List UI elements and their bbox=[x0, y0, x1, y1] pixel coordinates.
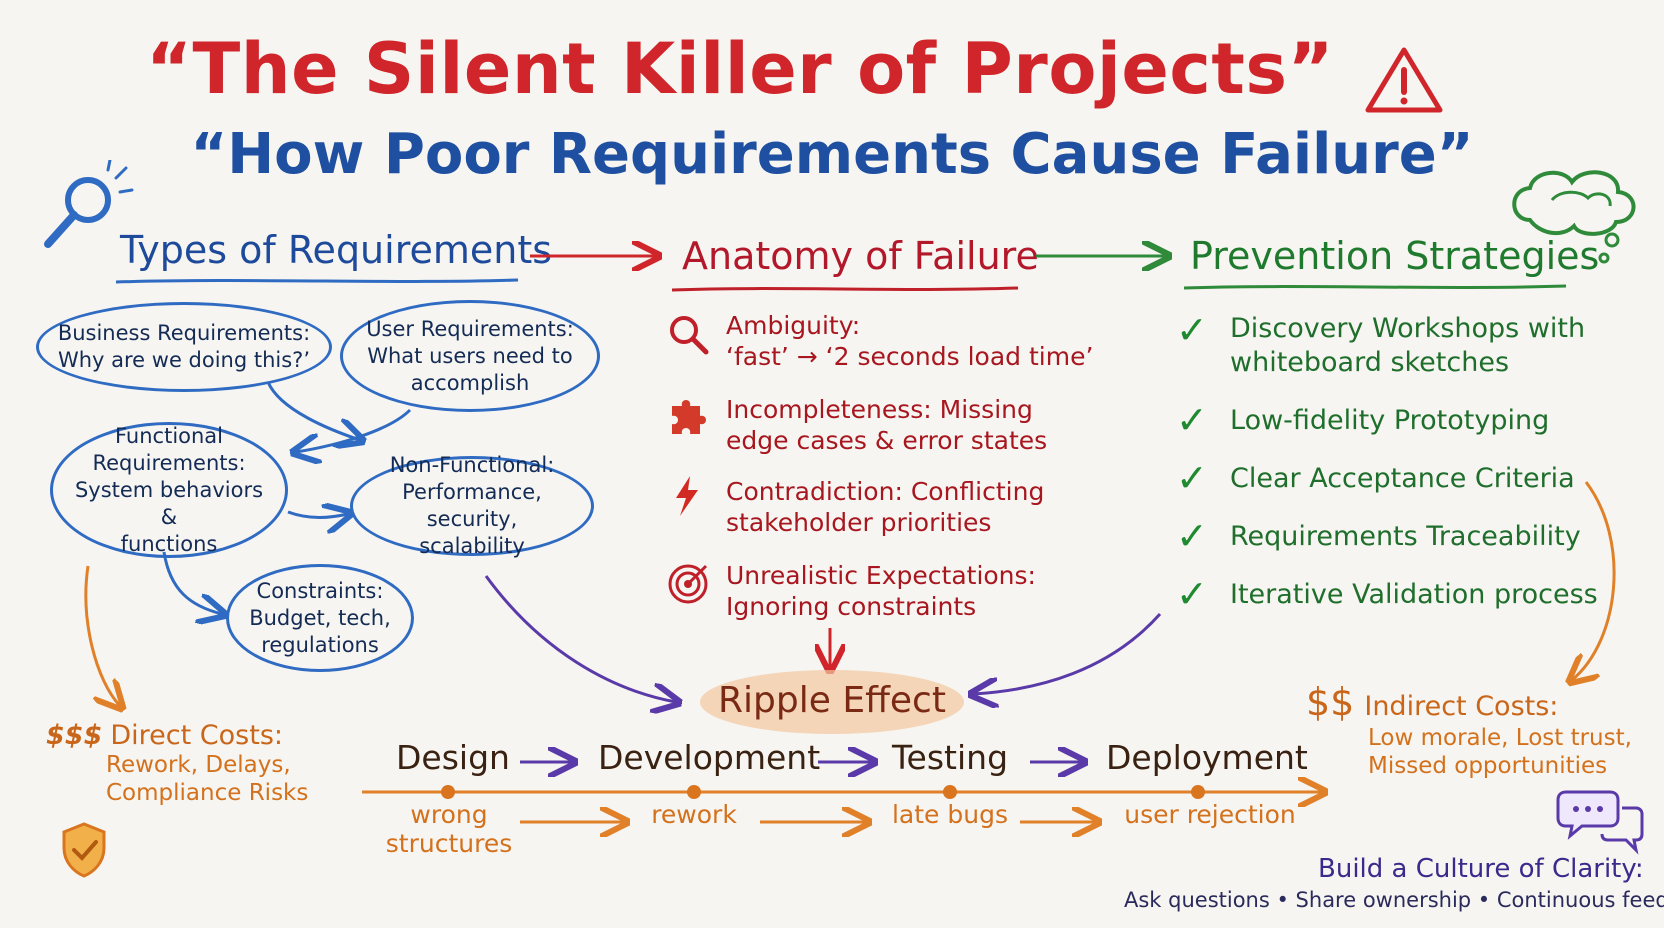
constraints-line1: Constraints: bbox=[256, 578, 384, 603]
direct-costs-line1: Rework, Delays, bbox=[106, 752, 291, 778]
culture-heading: Build a Culture of Clarity: bbox=[1318, 854, 1644, 884]
direct-costs-line2: Compliance Risks bbox=[106, 780, 309, 806]
stage-testing: Testing bbox=[892, 738, 1009, 777]
failure-item-2-line1: Incompleteness: Missing bbox=[726, 395, 1033, 424]
failure-item-3-line2: stakeholder priorities bbox=[726, 508, 992, 537]
stage-development: Development bbox=[598, 738, 821, 777]
impact-design-line1: wrong bbox=[410, 800, 488, 829]
failure-heading: Anatomy of Failure bbox=[682, 234, 1039, 278]
functional-line3: System behaviors & bbox=[74, 477, 264, 529]
dollar-icon: $$ bbox=[1306, 680, 1355, 724]
prevention-item-3: Clear Acceptance Criteria bbox=[1230, 463, 1575, 494]
indirect-costs: $$ Indirect Costs: Low morale, Lost trust… bbox=[1306, 680, 1632, 780]
nonfunctional-line2: Performance, security, bbox=[402, 480, 542, 531]
warning-triangle-icon bbox=[1365, 47, 1443, 113]
shield-check-icon bbox=[62, 822, 106, 878]
failure-item-2-line2: edge cases & error states bbox=[726, 426, 1048, 455]
magnifier-icon bbox=[44, 160, 134, 248]
prevention-item-2: Low-fidelity Prototyping bbox=[1230, 405, 1550, 436]
impact-design: wrong structures bbox=[384, 800, 514, 858]
failure-item-1-line1: Ambiguity: bbox=[726, 311, 861, 340]
failure-item-4: Unrealistic Expectations: Ignoring const… bbox=[726, 560, 1036, 622]
target-icon bbox=[668, 564, 708, 604]
ripple-effect-label: Ripple Effect bbox=[718, 680, 946, 721]
prevention-item-1-line1: Discovery Workshops with bbox=[1230, 313, 1586, 344]
failure-item-4-line2: Ignoring constraints bbox=[726, 592, 977, 621]
culture-tagline: Ask questions • Share ownership • Contin… bbox=[1124, 888, 1664, 912]
direct-costs-heading: Direct Costs: bbox=[110, 720, 283, 751]
user-line2: What users need to bbox=[367, 343, 573, 368]
business-line1: Business Requirements: bbox=[57, 321, 311, 345]
user-line3: accomplish bbox=[410, 370, 530, 395]
direct-costs: $$$Direct Costs: Rework, Delays, Complia… bbox=[46, 720, 308, 807]
lightning-icon bbox=[676, 476, 698, 516]
functional-line4: functions bbox=[120, 531, 218, 556]
page-subtitle: “How Poor Requirements Cause Failure” bbox=[190, 122, 1474, 187]
impact-development: rework bbox=[651, 800, 737, 829]
user-line1: User Requirements: bbox=[366, 316, 574, 341]
constraints-line2: Budget, tech, bbox=[249, 605, 391, 630]
search-icon bbox=[670, 316, 709, 355]
failure-item-3: Contradiction: Conflicting stakeholder p… bbox=[726, 476, 1044, 538]
functional-line2: Requirements: bbox=[92, 450, 246, 475]
business-requirements-bubble: Business Requirements: Why are we doing t… bbox=[36, 302, 332, 392]
nonfunctional-line1: Non-Functional: bbox=[389, 453, 555, 477]
failure-item-1: Ambiguity: ‘fast’ → ‘2 seconds load time… bbox=[726, 310, 1093, 372]
indirect-costs-heading: Indirect Costs: bbox=[1364, 691, 1559, 722]
chat-bubbles-icon bbox=[1556, 790, 1644, 855]
stage-deployment: Deployment bbox=[1106, 738, 1308, 777]
nonfunctional-bubble: Non-Functional: Performance, security, sca… bbox=[350, 453, 594, 558]
prevention-item-4: Requirements Traceability bbox=[1230, 521, 1581, 552]
constraints-bubble: Constraints:Budget, tech,regulations bbox=[226, 564, 414, 672]
failure-item-4-line1: Unrealistic Expectations: bbox=[726, 561, 1036, 590]
prevention-item-1-line2: whiteboard sketches bbox=[1230, 347, 1510, 378]
stage-design: Design bbox=[396, 738, 510, 777]
check-icon: ✓ bbox=[1176, 398, 1208, 442]
thought-bubble-icon bbox=[1512, 170, 1636, 264]
business-line2: Why are we doing this?’ bbox=[57, 348, 311, 372]
impact-design-line2: structures bbox=[385, 829, 513, 858]
prevention-item-5: Iterative Validation process bbox=[1230, 579, 1598, 610]
check-icon: ✓ bbox=[1176, 456, 1208, 500]
prevention-item-1: Discovery Workshops with whiteboard sket… bbox=[1230, 312, 1585, 380]
dollar-icon: $$$ bbox=[46, 720, 103, 751]
prevention-heading: Prevention Strategies bbox=[1190, 234, 1600, 278]
page-title: “The Silent Killer of Projects” bbox=[146, 28, 1334, 110]
indirect-costs-line2: Missed opportunities bbox=[1368, 753, 1608, 779]
puzzle-icon bbox=[672, 400, 706, 434]
constraints-line3: regulations bbox=[261, 632, 379, 657]
functional-line1: Functional bbox=[114, 423, 224, 448]
failure-item-3-line1: Contradiction: Conflicting bbox=[726, 477, 1045, 506]
check-icon: ✓ bbox=[1176, 514, 1208, 558]
indirect-costs-line1: Low morale, Lost trust, bbox=[1368, 725, 1632, 751]
failure-item-1-line2: ‘fast’ → ‘2 seconds load time’ bbox=[726, 342, 1094, 371]
impact-testing: late bugs bbox=[891, 800, 1008, 829]
impact-deployment: user rejection bbox=[1124, 800, 1296, 829]
check-icon: ✓ bbox=[1176, 572, 1208, 616]
nonfunctional-line3: scalability bbox=[419, 534, 525, 558]
types-heading: Types of Requirements bbox=[120, 228, 553, 272]
failure-item-2: Incompleteness: Missing edge cases & err… bbox=[726, 394, 1047, 456]
check-icon: ✓ bbox=[1176, 308, 1208, 352]
